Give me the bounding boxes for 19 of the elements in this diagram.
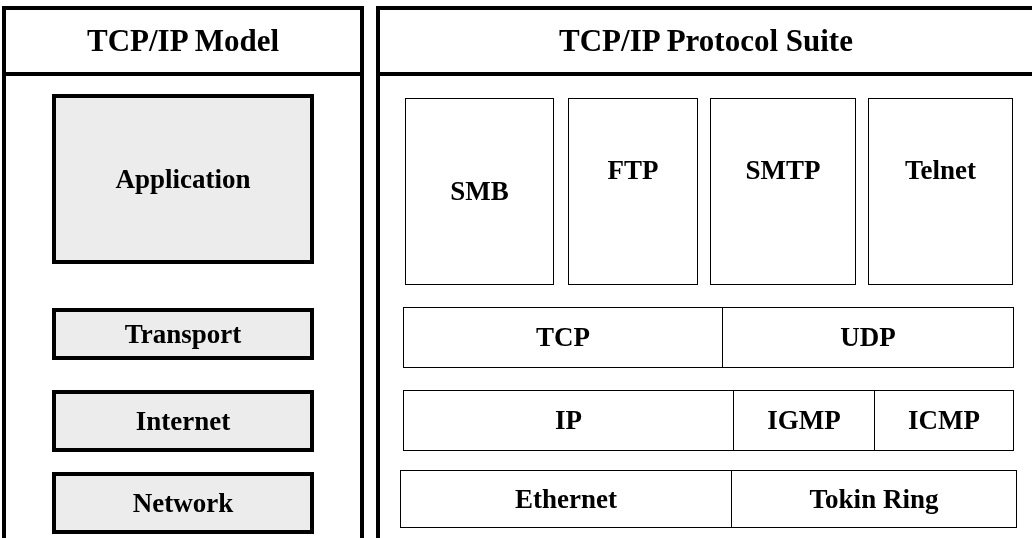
protocol-box: Telnet bbox=[868, 98, 1013, 285]
protocol-box: SMTP bbox=[710, 98, 856, 285]
protocol-box: UDP bbox=[722, 307, 1014, 368]
protocol-box: ICMP bbox=[874, 390, 1014, 451]
protocol-box: IP bbox=[403, 390, 734, 451]
protocol-box: IGMP bbox=[733, 390, 875, 451]
protocol-box: Tokin Ring bbox=[731, 470, 1017, 528]
panel-heading: TCP/IP Model bbox=[6, 10, 360, 76]
protocol-box: TCP bbox=[403, 307, 723, 368]
layer-panel bbox=[2, 6, 364, 538]
protocol-box: FTP bbox=[568, 98, 698, 285]
layer-box: Internet bbox=[52, 390, 314, 452]
layer-panel bbox=[376, 6, 1032, 538]
protocol-box: Ethernet bbox=[400, 470, 732, 528]
layer-box: Transport bbox=[52, 308, 314, 360]
layer-box: Network bbox=[52, 472, 314, 534]
panel-heading: TCP/IP Protocol Suite bbox=[380, 10, 1032, 76]
protocol-box: SMB bbox=[405, 98, 554, 285]
layer-box: Application bbox=[52, 94, 314, 264]
